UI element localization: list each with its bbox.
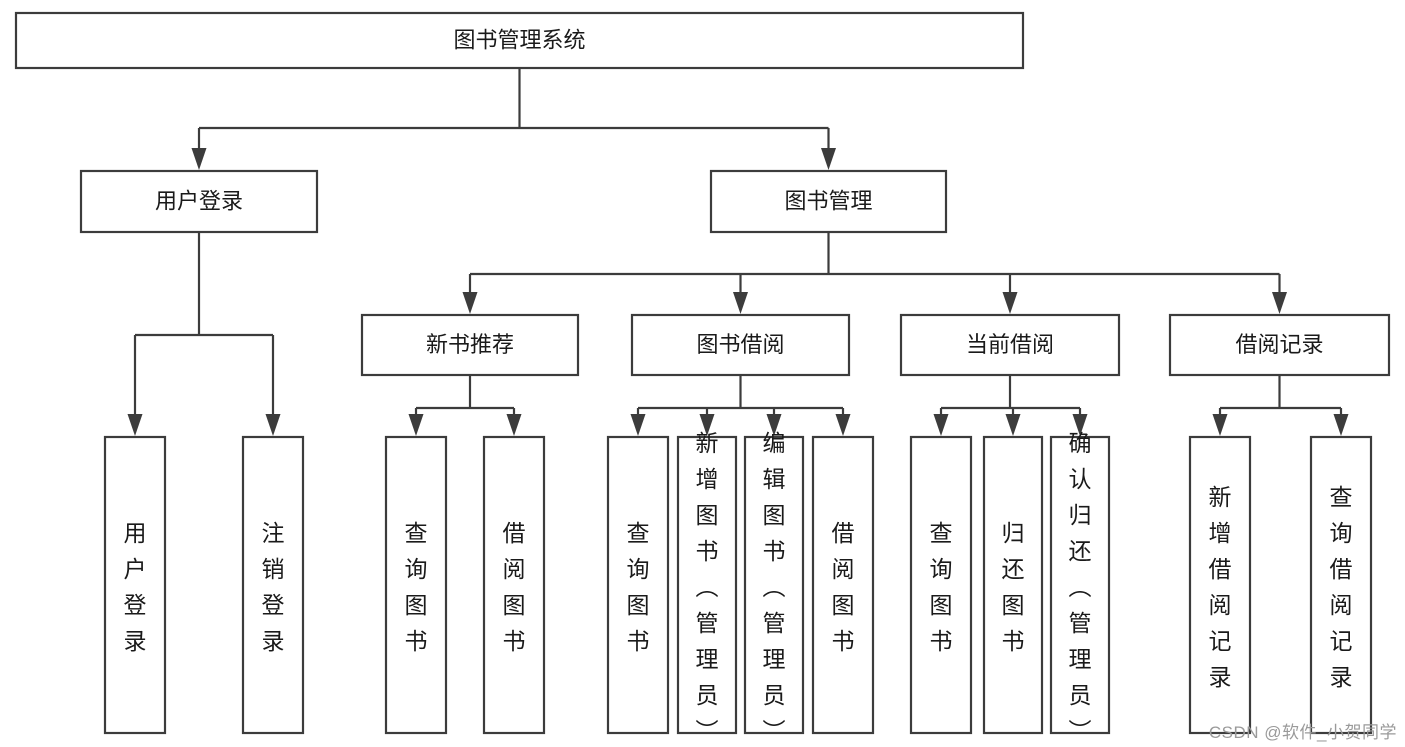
arrow-head-icon [1005,414,1021,436]
node-box[interactable] [241,435,305,735]
arrow-head-icon [821,148,836,170]
node-leaf_6[interactable]: 编辑图书︵管理员︶ [743,430,805,744]
connector-group [191,68,836,170]
connector-group [127,232,281,436]
arrow-head-icon [462,292,478,314]
arrow-head-icon [766,414,782,436]
node-l2_0[interactable]: 用户登录 [79,169,319,234]
arrow-head-icon [191,148,207,170]
node-label: 查询图书 [405,520,428,654]
node-l3_3[interactable]: 借阅记录 [1168,313,1391,377]
nodes-layer: 图书管理系统用户登录图书管理新书推荐图书借阅当前借阅借阅记录用户登录注销登录查询… [14,11,1391,744]
node-leaf_7[interactable]: 借阅图书 [811,435,875,735]
node-leaf_11[interactable]: 新增借阅记录 [1188,435,1252,735]
node-box[interactable] [982,435,1044,735]
node-label: 新增图书︵管理员︶ [696,430,719,744]
node-l2_1[interactable]: 图书管理 [709,169,948,234]
node-box[interactable] [1168,313,1391,377]
node-label: 借阅图书 [832,520,855,654]
node-box[interactable] [709,169,948,234]
connector-group [630,375,851,436]
connector-group [408,375,522,436]
node-box[interactable] [1309,435,1373,735]
node-box[interactable] [743,435,805,735]
node-box[interactable] [811,435,875,735]
node-box[interactable] [103,435,167,735]
node-leaf_9[interactable]: 归还图书 [982,435,1044,735]
node-label: 确认归还︵管理员︶ [1069,430,1092,744]
node-box[interactable] [676,435,738,735]
arrow-head-icon [933,414,949,436]
arrow-head-icon [733,292,748,314]
node-box[interactable] [482,435,546,735]
node-label: 借阅记录 [1235,332,1323,357]
node-label: 新增借阅记录 [1209,484,1232,690]
node-leaf_10[interactable]: 确认归还︵管理员︶ [1049,430,1111,744]
node-leaf_0[interactable]: 用户登录 [103,435,167,735]
arrow-head-icon [699,414,715,436]
node-leaf_12[interactable]: 查询借阅记录 [1309,435,1373,735]
node-label: 归还图书 [1002,520,1025,654]
arrow-head-icon [506,414,522,436]
arrow-head-icon [408,414,424,436]
node-leaf_3[interactable]: 借阅图书 [482,435,546,735]
node-label: 借阅图书 [503,520,526,654]
node-box[interactable] [14,11,1025,70]
node-label: 图书借阅 [696,332,784,357]
node-leaf_1[interactable]: 注销登录 [241,435,305,735]
arrow-head-icon [1333,414,1349,436]
node-leaf_8[interactable]: 查询图书 [909,435,973,735]
node-leaf_5[interactable]: 新增图书︵管理员︶ [676,430,738,744]
node-root[interactable]: 图书管理系统 [14,11,1025,70]
connector-group [462,232,1287,314]
node-label: 图书管理 [784,188,872,213]
node-l3_1[interactable]: 图书借阅 [630,313,851,377]
node-label: 用户登录 [155,188,243,213]
node-label: 注销登录 [262,520,285,654]
node-leaf_4[interactable]: 查询图书 [606,435,670,735]
arrow-head-icon [630,414,646,436]
node-box[interactable] [909,435,973,735]
arrow-head-icon [1002,292,1018,314]
node-l3_2[interactable]: 当前借阅 [899,313,1121,377]
arrow-head-icon [1272,292,1287,314]
connector-group [1212,375,1349,436]
node-leaf_2[interactable]: 查询图书 [384,435,448,735]
node-label: 查询借阅记录 [1330,484,1353,690]
node-box[interactable] [630,313,851,377]
node-box[interactable] [606,435,670,735]
node-label: 查询图书 [627,520,650,654]
node-label: 新书推荐 [426,332,514,357]
node-label: 图书管理系统 [453,27,585,52]
node-box[interactable] [1049,435,1111,735]
arrow-head-icon [1072,414,1088,436]
connector-group [933,375,1088,436]
node-box[interactable] [360,313,580,377]
node-box[interactable] [384,435,448,735]
node-label: 用户登录 [124,520,147,654]
arrow-head-icon [265,414,281,436]
edges-layer [127,68,1349,436]
arrow-head-icon [835,414,851,436]
node-label: 当前借阅 [966,332,1054,357]
node-box[interactable] [79,169,319,234]
node-label: 编辑图书︵管理员︶ [763,430,786,744]
node-label: 查询图书 [930,520,953,654]
arrow-head-icon [127,414,143,436]
node-l3_0[interactable]: 新书推荐 [360,313,580,377]
node-box[interactable] [899,313,1121,377]
node-box[interactable] [1188,435,1252,735]
arrow-head-icon [1212,414,1228,436]
